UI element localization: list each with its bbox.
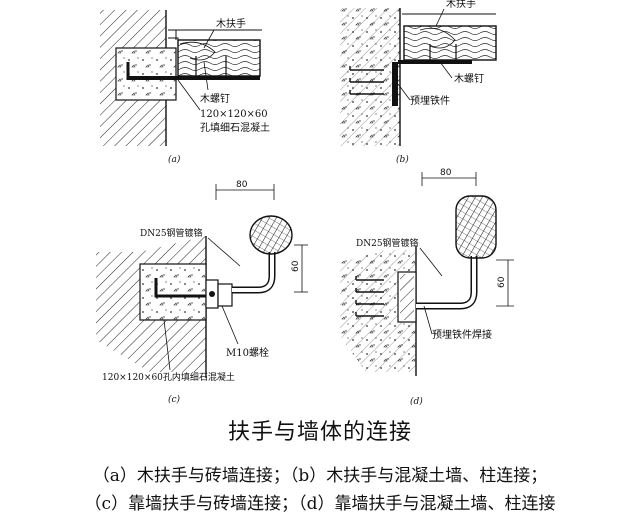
steel-plate-b <box>398 60 472 64</box>
panel-c: 80 60 DN25钢管镀铬 M10螺栓 120×120×60孔内填细石混凝土 … <box>96 180 308 405</box>
caption-line-1: （a）木扶手与砖墙连接；（b）木扶手与混凝土墙、柱连接； <box>92 466 548 486</box>
connection-diagram: 木扶手 木螺钉 120×120×60 孔填细石混凝土 (a) 木扶手 木螺钉 预… <box>96 0 514 405</box>
label-hole-c: 120×120×60孔内填细石混凝土 <box>102 371 235 383</box>
dim-height-d: 60 <box>497 276 507 288</box>
label-screw-a: 木螺钉 <box>200 93 230 105</box>
label-handrail-b: 木扶手 <box>446 0 476 10</box>
label-handrail-a: 木扶手 <box>216 17 246 30</box>
dim-width-d: 80 <box>440 168 452 178</box>
panel-d: 80 60 DN25钢管镀铬 预埋铁件焊接 (d) <box>340 168 514 405</box>
subfigure-label-c: (c) <box>168 394 181 405</box>
wood-handrail-b <box>403 25 497 61</box>
label-screw-b: 木螺钉 <box>454 73 484 85</box>
steel-plate-a <box>128 76 260 80</box>
label-pipe-c: DN25钢管镀铬 <box>140 227 203 239</box>
embedded-plate-b <box>392 62 398 106</box>
caption-line-2: （c）靠墙扶手与砖墙连接；（d）靠墙扶手与混凝土墙、柱连接 <box>84 494 556 514</box>
subfigure-label-b: (b) <box>396 154 409 165</box>
subfigure-label-a: (a) <box>168 154 181 165</box>
dim-height-c: 60 <box>291 260 301 272</box>
steel-pipe-d <box>416 256 478 310</box>
steel-pipe-c <box>232 252 276 294</box>
figure-title: 扶手与墙体的连接 <box>227 420 412 445</box>
flange-c <box>217 283 233 307</box>
label-hole-fill-a: 孔填细石混凝土 <box>200 121 270 134</box>
label-pipe-d: DN25钢管镀铬 <box>356 237 419 249</box>
panel-b: 木扶手 木螺钉 预埋铁件 (b) <box>340 0 497 165</box>
label-weld-d: 预埋铁件焊接 <box>432 328 492 341</box>
handrail-d <box>455 195 497 259</box>
label-bolt-c: M10螺栓 <box>226 346 269 359</box>
dim-width-c: 80 <box>236 180 248 190</box>
label-hole-size-a: 120×120×60 <box>200 109 268 120</box>
handrail-c <box>249 215 293 255</box>
label-embed-b: 预埋铁件 <box>410 94 450 107</box>
subfigure-label-d: (d) <box>410 396 423 405</box>
panel-a: 木扶手 木螺钉 120×120×60 孔填细石混凝土 (a) <box>100 10 270 165</box>
